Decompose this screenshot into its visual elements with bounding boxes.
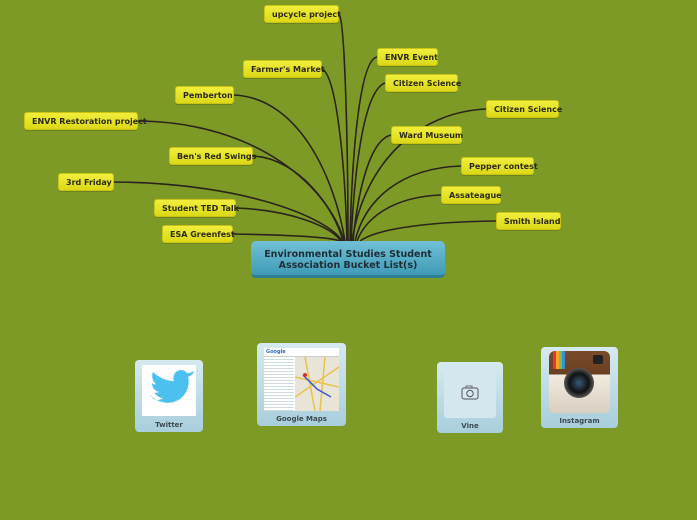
- node-pepper-contest[interactable]: Pepper contest: [461, 157, 538, 175]
- node-envr-restoration-project[interactable]: ENVR Restoration project: [24, 112, 147, 130]
- root-node[interactable]: Environmental Studies Student Associatio…: [251, 241, 445, 278]
- node-upcycle-project[interactable]: upcycle project: [264, 5, 341, 23]
- node-student-ted-talk[interactable]: Student TED Talk: [154, 199, 239, 217]
- map-thumbnail: Google: [264, 348, 339, 411]
- twitter-label: Twitter: [155, 421, 183, 429]
- google-maps-label: Google Maps: [276, 415, 327, 423]
- node-envr-event[interactable]: ENVR Event: [377, 48, 438, 66]
- node-bens-red-swings[interactable]: Ben's Red Swings: [169, 147, 256, 165]
- root-title-line-1: Environmental Studies Student: [264, 249, 432, 260]
- node-citizen-science-2[interactable]: Citizen Science: [486, 100, 562, 118]
- camera-icon: [461, 385, 479, 400]
- vine-thumbnail: [444, 368, 496, 418]
- node-smith-island[interactable]: Smith Island: [496, 212, 561, 230]
- google-maps-card[interactable]: Google Google Maps: [257, 343, 346, 426]
- node-ward-museum[interactable]: Ward Museum: [391, 126, 463, 144]
- instagram-camera-icon: [549, 351, 610, 413]
- twitter-bird-icon: [142, 365, 196, 416]
- node-3rd-friday[interactable]: 3rd Friday: [58, 173, 114, 191]
- instagram-label: Instagram: [559, 417, 600, 425]
- node-farmers-market[interactable]: Farmer's Market: [243, 60, 325, 78]
- node-citizen-science-1[interactable]: Citizen Science: [385, 74, 461, 92]
- vine-card[interactable]: Vine: [437, 362, 503, 433]
- instagram-card[interactable]: Instagram: [541, 347, 618, 428]
- node-assateague[interactable]: Assateague: [441, 186, 502, 204]
- vine-label: Vine: [461, 422, 479, 430]
- twitter-card[interactable]: Twitter: [135, 360, 203, 432]
- node-pemberton[interactable]: Pemberton: [175, 86, 234, 104]
- node-esa-greenfest[interactable]: ESA Greenfest: [162, 225, 235, 243]
- root-title-line-2: Association Bucket List(s): [278, 260, 418, 271]
